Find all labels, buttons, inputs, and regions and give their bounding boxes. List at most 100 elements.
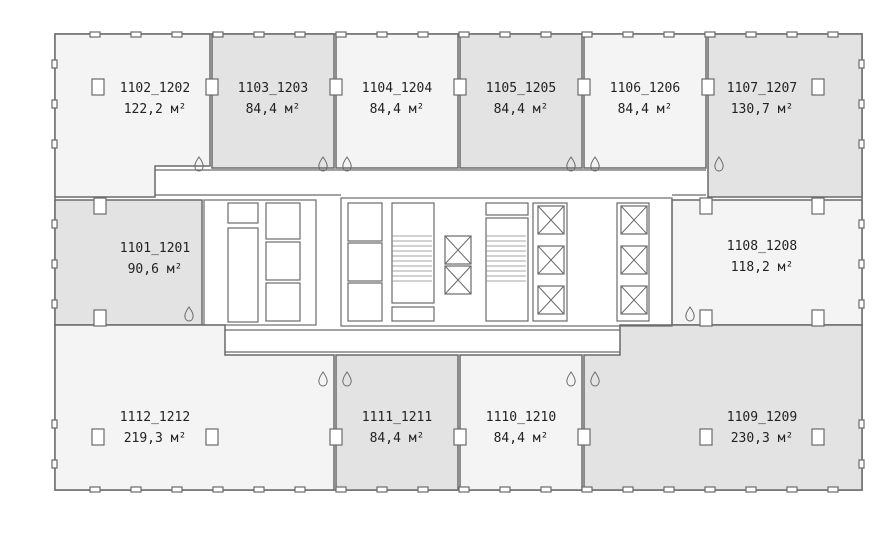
window-marker <box>335 31 347 38</box>
room-area-value: 84,4 <box>494 102 525 117</box>
room-number: 1104_1204 <box>362 81 433 96</box>
water-drop-icon <box>566 156 576 172</box>
window-marker <box>51 59 58 69</box>
window-marker <box>212 31 224 38</box>
room-1104_1204[interactable] <box>335 33 459 169</box>
window-marker <box>89 486 101 493</box>
rooms-layer <box>54 33 863 491</box>
window-marker <box>663 31 675 38</box>
window-marker <box>294 486 306 493</box>
window-marker <box>51 419 58 429</box>
water-drop-icon <box>342 156 352 172</box>
window-marker <box>130 486 142 493</box>
room-area-unit: м² <box>409 431 425 446</box>
column-marker <box>701 78 715 96</box>
room-1105_1205[interactable] <box>459 33 583 169</box>
window-marker <box>581 31 593 38</box>
room-number: 1106_1206 <box>610 81 680 96</box>
shaft <box>391 306 435 322</box>
room-area: 84,4 м² <box>370 102 425 117</box>
elevator-icon <box>537 245 565 275</box>
column-marker <box>453 78 467 96</box>
window-marker <box>253 486 265 493</box>
elevator-icon <box>444 235 472 265</box>
column-marker <box>811 197 825 215</box>
room-area: 84,4 м² <box>618 102 673 117</box>
room-area: 90,6 м² <box>128 262 183 277</box>
room-number: 1102_1202 <box>120 81 190 96</box>
window-marker <box>89 31 101 38</box>
window-marker <box>622 486 634 493</box>
column-marker <box>811 309 825 327</box>
column-marker <box>329 78 343 96</box>
window-marker <box>212 486 224 493</box>
window-marker <box>335 486 347 493</box>
window-marker <box>51 139 58 149</box>
space <box>163 431 171 446</box>
column-marker <box>577 78 591 96</box>
shaft <box>347 202 383 242</box>
room-area: 219,3 м² <box>124 431 187 446</box>
space <box>770 102 778 117</box>
room-number: 1112_1212 <box>120 410 190 425</box>
room-number: 1107_1207 <box>727 81 797 96</box>
column-marker <box>811 78 825 96</box>
space <box>401 431 409 446</box>
column-marker <box>91 428 105 446</box>
elevator-icon <box>537 285 565 315</box>
shaft <box>532 202 568 322</box>
window-marker <box>858 419 865 429</box>
building-core <box>51 31 865 493</box>
room-number: 1103_1203 <box>238 81 308 96</box>
window-marker <box>540 486 552 493</box>
window-marker <box>622 31 634 38</box>
room-area-unit: м² <box>778 260 794 275</box>
water-drop-icon <box>318 156 328 172</box>
window-marker <box>51 259 58 269</box>
window-marker <box>858 219 865 229</box>
column-marker <box>205 428 219 446</box>
space <box>525 431 533 446</box>
window-marker <box>858 139 865 149</box>
elevator-icon <box>620 285 648 315</box>
space <box>277 102 285 117</box>
window-marker <box>458 486 470 493</box>
water-drop-icon <box>714 156 724 172</box>
room-number: 1109_1209 <box>727 410 797 425</box>
shaft <box>265 282 301 322</box>
room-number: 1110_1210 <box>486 410 556 425</box>
window-marker <box>786 31 798 38</box>
window-marker <box>745 31 757 38</box>
water-drop-icon <box>342 371 352 387</box>
room-area-value: 84,4 <box>370 102 401 117</box>
window-marker <box>499 486 511 493</box>
room-1109_1209[interactable] <box>583 324 863 491</box>
room-1103_1203[interactable] <box>211 33 335 169</box>
shaft <box>391 202 435 304</box>
room-area-value: 84,4 <box>618 102 649 117</box>
column-marker <box>453 428 467 446</box>
room-area-unit: м² <box>171 431 187 446</box>
room-area: 84,4 м² <box>494 431 549 446</box>
room-area: 118,2 м² <box>731 260 794 275</box>
water-drop-icon <box>566 371 576 387</box>
window-marker <box>827 486 839 493</box>
room-1106_1206[interactable] <box>583 33 707 169</box>
column-marker <box>205 78 219 96</box>
window-marker <box>704 486 716 493</box>
shaft <box>485 202 529 216</box>
room-area: 84,4 м² <box>370 431 425 446</box>
room-area-unit: м² <box>409 102 425 117</box>
room-area-value: 130,7 <box>731 102 770 117</box>
column-marker <box>93 309 107 327</box>
room-1102_1202[interactable] <box>54 33 211 198</box>
window-marker <box>171 486 183 493</box>
room-area-value: 84,4 <box>246 102 277 117</box>
room-area-value: 118,2 <box>731 260 770 275</box>
window-marker <box>376 486 388 493</box>
space <box>163 102 171 117</box>
room-number: 1105_1205 <box>486 81 556 96</box>
space <box>649 102 657 117</box>
window-marker <box>417 31 429 38</box>
water-drop-icon <box>194 156 204 172</box>
